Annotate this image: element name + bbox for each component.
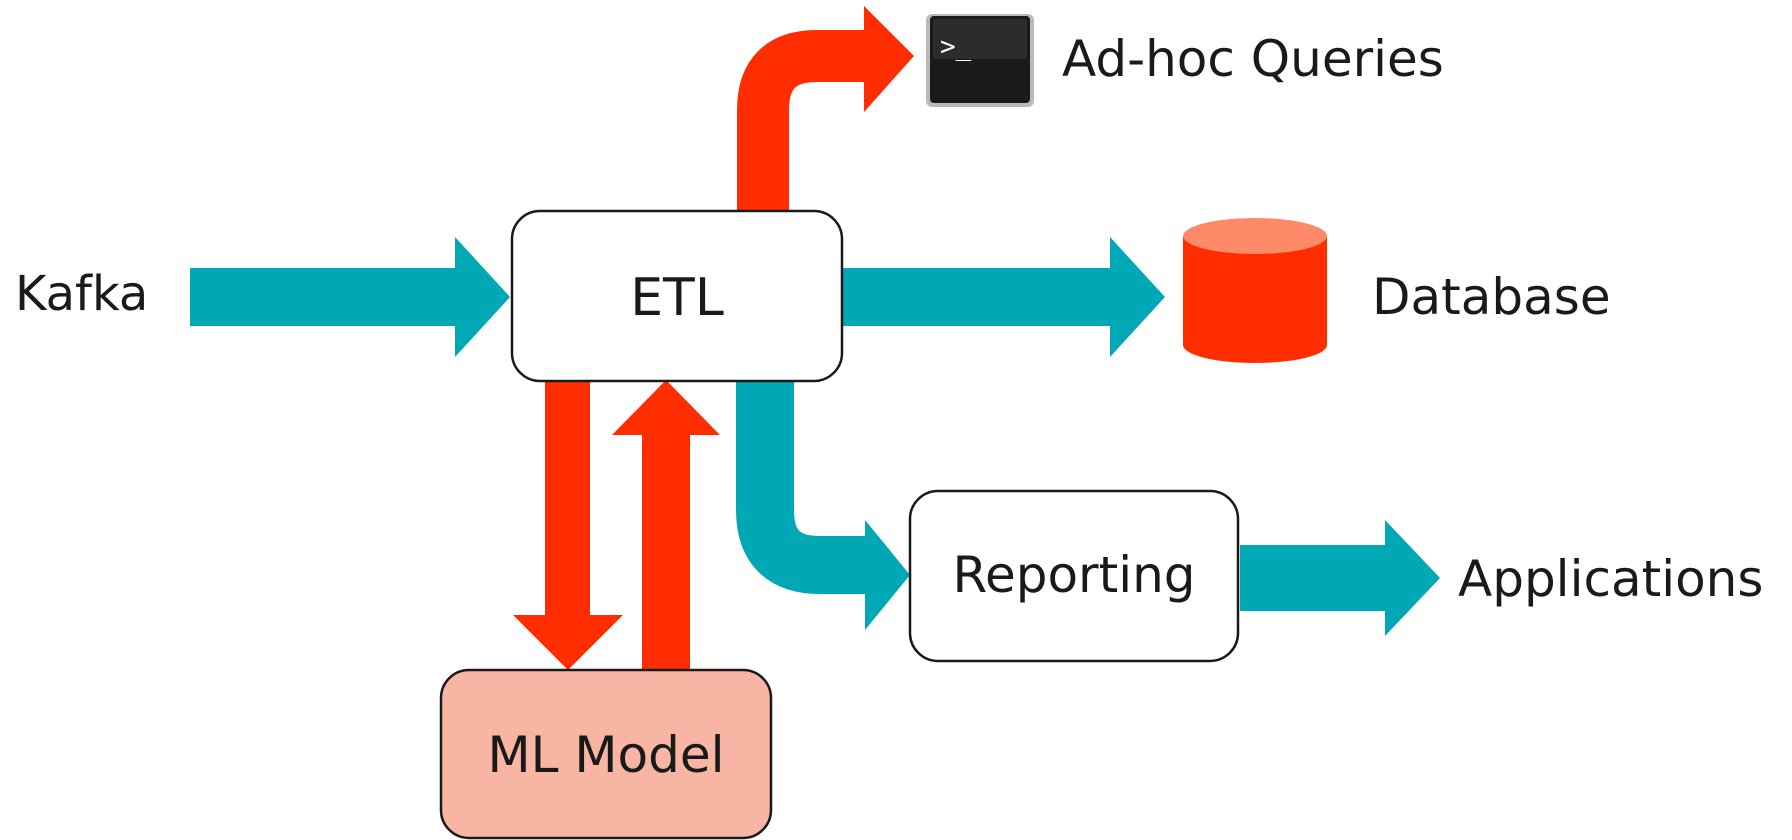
- arrow-etl-to-adhoc-head: [864, 6, 914, 112]
- arrow-kafka-to-etl: [190, 237, 510, 357]
- arrow-etl-to-adhoc: [737, 30, 870, 215]
- adhoc-queries-label: Ad-hoc Queries: [1062, 30, 1444, 88]
- terminal-prompt: >_: [940, 32, 972, 62]
- ml-model-label: ML Model: [487, 726, 724, 784]
- arrow-reporting-to-applications: [1240, 520, 1440, 636]
- reporting-node: Reporting: [908, 489, 1240, 663]
- applications-label: Applications: [1458, 550, 1763, 608]
- arrow-etl-to-reporting: [736, 380, 870, 594]
- etl-node: ETL: [510, 209, 844, 383]
- arrow-ml-model-to-etl: [612, 380, 720, 670]
- arrow-etl-to-ml-model: [513, 380, 623, 670]
- arrow-etl-to-reporting-head: [865, 520, 910, 630]
- database-cylinder-icon: [1183, 218, 1327, 363]
- database-label: Database: [1372, 268, 1611, 326]
- arrow-etl-to-database: [835, 237, 1165, 357]
- etl-label: ETL: [630, 268, 724, 328]
- terminal-icon: >_: [926, 14, 1034, 107]
- kafka-label: Kafka: [15, 266, 148, 322]
- ml-model-node: ML Model: [439, 668, 773, 840]
- reporting-label: Reporting: [952, 546, 1195, 604]
